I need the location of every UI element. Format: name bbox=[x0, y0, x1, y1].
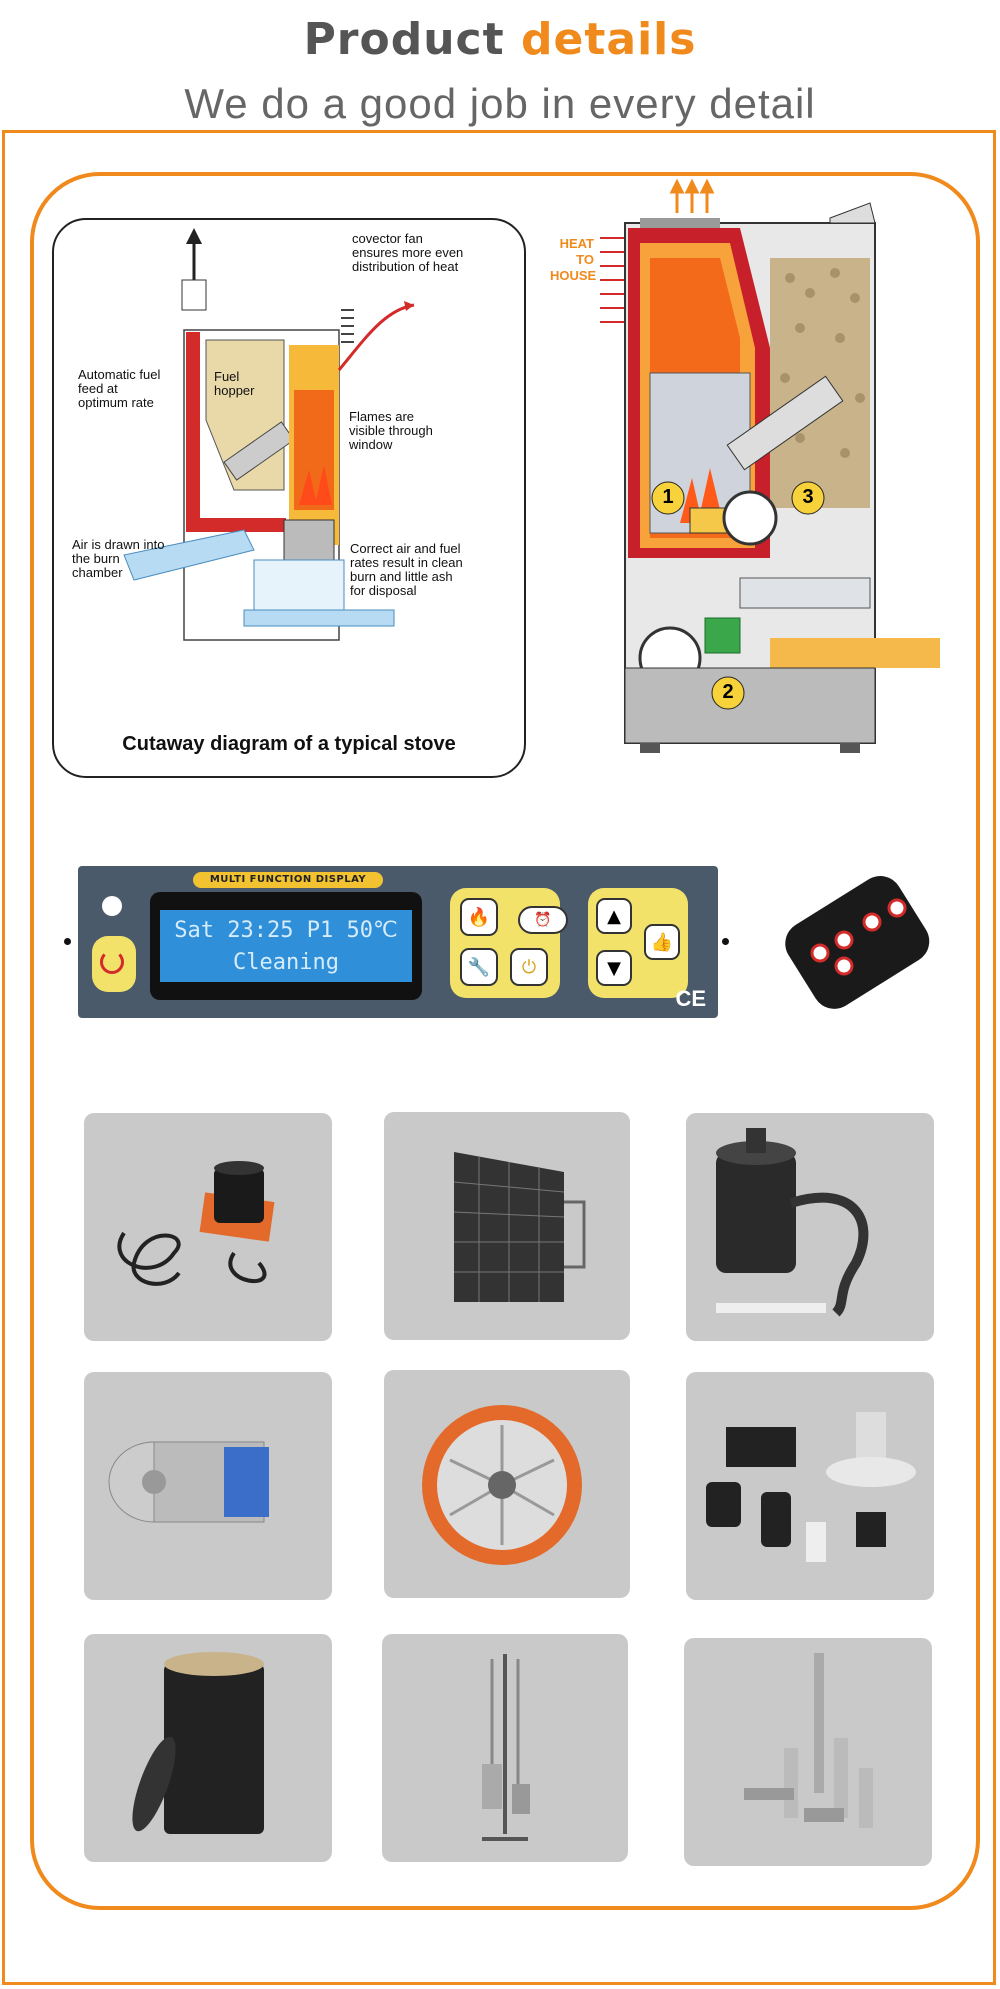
remote-control-image bbox=[785, 876, 930, 1009]
control-panel: MULTI FUNCTION DISPLAY Sat 23:25 P1 50℃ … bbox=[78, 866, 718, 1018]
product-card-8 bbox=[382, 1634, 628, 1862]
page-title: Product details bbox=[0, 14, 1000, 65]
title-word-2: details bbox=[521, 14, 697, 65]
igniter-icon bbox=[117, 1161, 275, 1286]
flue-adapter-icon bbox=[706, 1412, 916, 1562]
lcd-screen: Sat 23:25 P1 50℃ Cleaning bbox=[160, 910, 412, 982]
inner-frame bbox=[30, 172, 980, 1910]
left-button-group: 🔥 🔧 ⏻ bbox=[450, 888, 560, 998]
timer-button[interactable]: ⏻ bbox=[510, 948, 548, 986]
panel-dot-left bbox=[64, 938, 71, 945]
heat-label-1: HEAT bbox=[559, 236, 594, 251]
product-card-5 bbox=[384, 1370, 630, 1598]
stove-cutaway-illustration bbox=[123, 228, 415, 641]
arrow-up-icon: ▲ bbox=[607, 905, 621, 927]
label-correct-air: Correct air and fuel rates result in cle… bbox=[350, 541, 463, 598]
pellet-bin-icon bbox=[132, 1652, 264, 1834]
ash-basket-icon bbox=[453, 1152, 586, 1302]
fan-impeller-icon bbox=[422, 1405, 582, 1565]
product-card-2 bbox=[384, 1112, 630, 1340]
product-card-6 bbox=[686, 1372, 934, 1600]
down-button[interactable]: ▼ bbox=[596, 950, 632, 986]
fireplace-tool-set-icon bbox=[482, 1654, 530, 1841]
outer-frame bbox=[2, 130, 996, 1985]
label-convector-fan: covector fan ensures more even distribut… bbox=[352, 231, 464, 274]
remote-control bbox=[762, 860, 942, 1025]
flame-button[interactable]: 🔥 bbox=[460, 898, 498, 936]
product-card-9 bbox=[684, 1638, 932, 1866]
badge-2: 2 bbox=[722, 681, 734, 703]
alarm-button[interactable]: ⏰ bbox=[518, 906, 568, 934]
heat-label-3: HOUSE bbox=[550, 268, 597, 283]
confirm-button[interactable]: 👍 bbox=[644, 924, 680, 960]
heat-label-2: TO bbox=[576, 252, 594, 267]
badge-3: 3 bbox=[802, 486, 814, 508]
power-button[interactable] bbox=[92, 936, 136, 992]
ce-mark: CE bbox=[675, 986, 706, 1011]
up-button[interactable]: ▲ bbox=[596, 898, 632, 934]
product-card-1 bbox=[84, 1113, 332, 1341]
chimney-pipe-kit-icon bbox=[744, 1653, 873, 1828]
lcd-display: Sat 23:25 P1 50℃ Cleaning bbox=[150, 892, 422, 1000]
panel-title: MULTI FUNCTION DISPLAY bbox=[193, 872, 383, 888]
label-fuel-hopper: Fuel hopper bbox=[214, 369, 255, 398]
wrench-icon: 🔧 bbox=[467, 956, 491, 978]
flame-icon: 🔥 bbox=[467, 906, 491, 928]
cutaway-diagram: covector fan ensures more even distribut… bbox=[52, 218, 526, 778]
label-air-drawn: Air is drawn into the burn chamber bbox=[72, 537, 165, 580]
lcd-line-1: Sat 23:25 P1 50℃ bbox=[174, 918, 398, 943]
label-flames: Flames are visible through window bbox=[349, 409, 433, 452]
arrow-down-icon: ▼ bbox=[607, 957, 621, 979]
clock-icon: ⏻ bbox=[521, 956, 537, 978]
alarm-clock-icon: ⏰ bbox=[534, 912, 552, 928]
badge-1: 1 bbox=[662, 486, 674, 508]
title-word-1: Product bbox=[303, 14, 505, 65]
page-subtitle: We do a good job in every detail bbox=[184, 80, 816, 127]
product-card-7 bbox=[84, 1634, 332, 1862]
label-auto-feed: Automatic fuel feed at optimum rate bbox=[78, 367, 161, 410]
pellet-stove-illustration bbox=[600, 178, 940, 753]
product-card-4 bbox=[84, 1372, 332, 1600]
settings-button[interactable]: 🔧 bbox=[460, 948, 498, 986]
auger-motor-icon bbox=[108, 1441, 269, 1523]
lcd-line-2: Cleaning bbox=[233, 950, 339, 975]
ash-vacuum-icon bbox=[716, 1128, 869, 1317]
panel-dot-right bbox=[722, 938, 729, 945]
pellet-stove-cutaway: HEAT TO HOUSE 1 3 2 bbox=[540, 178, 940, 778]
product-card-3 bbox=[686, 1113, 934, 1341]
status-led bbox=[102, 896, 122, 916]
diagram-caption: Cutaway diagram of a typical stove bbox=[122, 733, 456, 755]
power-icon bbox=[100, 950, 124, 974]
thumbs-up-icon: 👍 bbox=[650, 931, 674, 953]
right-button-group: ▲ ▼ 👍 bbox=[588, 888, 688, 998]
